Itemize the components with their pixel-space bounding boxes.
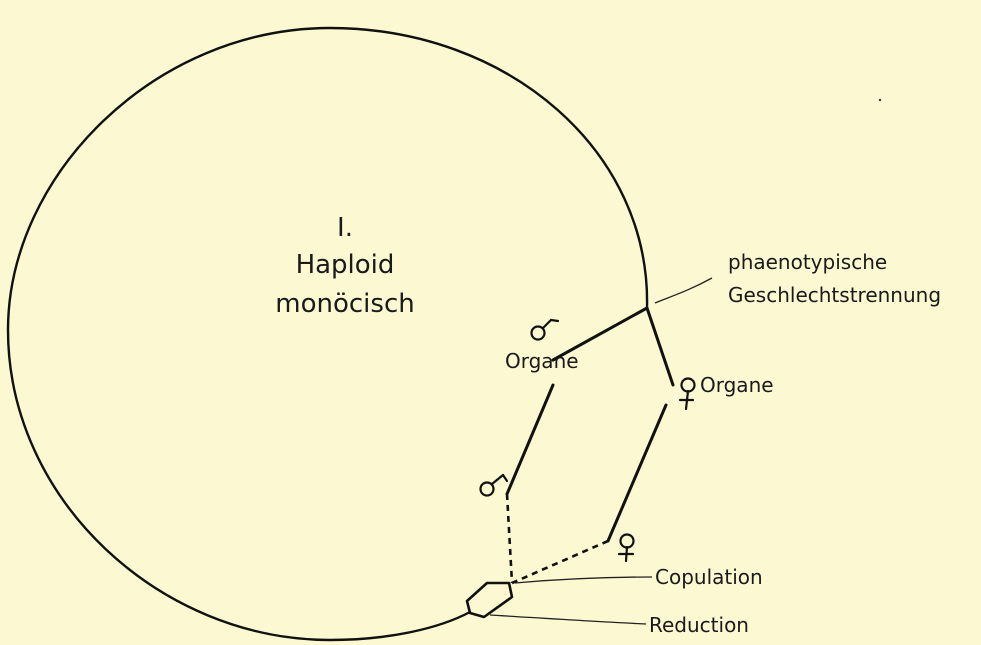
separation-label-line2: Geschlechtstrennung <box>728 283 941 307</box>
male-dashed-line <box>505 493 514 584</box>
zygote-shape <box>465 581 514 619</box>
female-branch-line <box>645 306 675 387</box>
male-symbol-icon <box>530 318 560 341</box>
female-organs-label: Organe <box>700 373 774 397</box>
haploid-cycle-circle <box>6 26 649 642</box>
female-symbol-gamete-icon <box>617 533 635 563</box>
reduction-label: Reduction <box>649 613 749 637</box>
reduction-leader <box>489 614 647 625</box>
stage-number: I. <box>337 213 353 243</box>
female-symbol-icon <box>678 377 696 411</box>
stage-title-haploid: Haploid <box>296 250 395 280</box>
male-lower-line <box>505 383 555 496</box>
separation-label-line1: phaenotypische <box>728 250 887 274</box>
male-branch-line <box>551 306 649 362</box>
copulation-leader <box>514 576 653 584</box>
male-symbol-gamete-icon <box>479 473 509 497</box>
female-dashed-line <box>511 539 609 585</box>
male-organs-label: Organe <box>505 349 579 373</box>
female-lower-line <box>606 403 668 543</box>
stage-title-monoecious: monöcisch <box>275 289 414 319</box>
separation-leader <box>654 277 713 304</box>
copulation-label: Copulation <box>655 565 763 589</box>
speck <box>878 98 882 102</box>
